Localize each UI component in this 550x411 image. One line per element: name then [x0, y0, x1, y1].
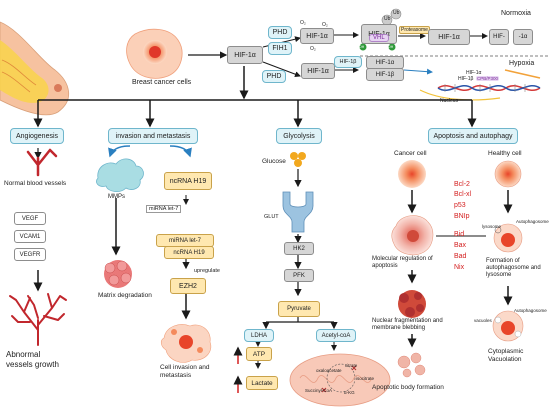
phd-box-normoxia: PHD [268, 26, 292, 39]
ezh2-box: EZH2 [170, 278, 206, 294]
hif-fragment-left: HIF- [489, 29, 509, 45]
hif1a-small-label: HIF-1α [466, 70, 482, 76]
ncrna-h19-box-2: ncRNA H19 [164, 246, 214, 259]
proteasome-box: Proteasome [399, 26, 430, 34]
vegfr-box: VEGFR [14, 248, 46, 261]
gene-nix: Nix [454, 264, 465, 271]
vacuolated-cell [492, 310, 524, 342]
pfk-box: PFK [284, 269, 314, 282]
matrix-degradation-label: Matrix degradation [98, 292, 152, 299]
glut-label: GLUT [264, 214, 279, 220]
molecular-regulation-cell [391, 215, 434, 256]
molecular-regulation-label: Molecular regulation of apoptosis [372, 256, 433, 269]
citrate-label: citrate [345, 363, 358, 368]
cbp-p300-label: CPB/P300 [476, 76, 500, 81]
hif1b-free-box: HIF-1β [334, 56, 362, 68]
breast-illustration [0, 21, 69, 116]
mitochondrion [289, 353, 391, 407]
phd-box-hypoxia: PHD [262, 70, 286, 83]
acetyl-coa-box: Acetyl-coA [316, 329, 356, 342]
o2-label-2: O₂ [322, 22, 328, 28]
glut-transporter [282, 191, 314, 233]
glycolysis-header: Glycolysis [276, 128, 322, 144]
nuclear-fragmentation-label: Nuclear fragmentation and membrane blebb… [372, 318, 443, 331]
isocitrate-label: isocitrate [356, 376, 375, 381]
hif1a-degraded-box: HIF-1α [428, 29, 470, 45]
hif1a-hypoxia-box: HIF-1α [301, 63, 335, 79]
pyruvate-box: Pyruvate [278, 301, 320, 317]
normal-vessels-label: Normal blood vessels [4, 180, 67, 187]
vacuoles-label: vacuoles [474, 318, 492, 323]
vcam1-box: VCAM1 [14, 230, 46, 243]
mmps-illustration [96, 158, 144, 192]
hypoxia-label: Hypoxia [509, 60, 535, 67]
breast-cancer-cell [126, 28, 183, 79]
cancer-cell-apoptosis [398, 160, 426, 188]
cytoplasmic-vacuolation-label: Cytoplasmic Vacuolation [488, 348, 524, 363]
oh-label-2: OH [388, 45, 394, 49]
fih1-box: FIH1 [268, 42, 292, 55]
ncrna-h19-box: ncRNA H19 [164, 172, 212, 190]
gene-bclxl: Bcl-xl [454, 191, 472, 198]
angiogenesis-header: Angiogenesis [10, 128, 64, 144]
dna-helix [419, 69, 541, 101]
vegf-box: VEGF [14, 212, 46, 225]
gene-p53: p53 [454, 202, 466, 209]
healthy-cell [494, 160, 522, 188]
abnormal-vessels-label: Abnormal vessels growth [6, 350, 59, 369]
apoptotic-bodies [397, 352, 426, 378]
autophagosome-label-2: Autophagosome [514, 308, 547, 313]
hif1a-normoxia-box: HIF-1α [300, 28, 334, 44]
succinyl-coa-label: Succinyl-CoA [305, 388, 333, 393]
hk2-box: HK2 [284, 242, 314, 255]
nucleus-label: Nucleus [440, 98, 459, 104]
hif-fragment-right: -1α [513, 29, 533, 45]
cancer-cell-label: Cancer cell [394, 150, 427, 157]
o2-label-3: O₂ [310, 46, 316, 52]
cell-invasion-label: Cell invasion and metastasis [160, 364, 210, 379]
matrix-degradation-cells [104, 260, 132, 288]
ub-label-2: Ub [393, 10, 400, 16]
oxaloacetate-label: oxaloacetate [316, 368, 342, 373]
gene-bnip: BNIp [454, 213, 470, 220]
apoptosis-header: Apoptosis and autophagy [428, 128, 518, 144]
cell-invasion-illustration [160, 324, 212, 363]
gene-bad: Bad [454, 253, 467, 260]
o2-label-1: O₂ [300, 20, 306, 26]
normoxia-label: Normoxia [501, 10, 531, 17]
upregulate-label: upregulate [194, 268, 220, 274]
glucose-molecules [290, 152, 306, 167]
hif1a-main-box: HIF-1α [227, 46, 263, 64]
nuclear-fragmentation-cell [398, 290, 426, 318]
mirna-let7-small-label: miRNA let-7 [146, 205, 182, 213]
breast-cancer-cells-label: Breast cancer cells [132, 79, 192, 86]
lysosome-label: lysosome [482, 224, 502, 229]
gene-bid: Bid [454, 231, 465, 238]
mmps-label: MMPs [108, 194, 125, 200]
vhl-box: VHL [369, 34, 389, 42]
autophagosome-lysosome-cell [493, 223, 523, 253]
gene-bax: Bax [454, 242, 467, 249]
hif1b-small-label: HIF-1β [458, 76, 474, 82]
autophagosome-label: Autophagosome [516, 219, 549, 224]
glucose-label: Glucose [262, 158, 286, 165]
formation-label: Formation of autophagosome and lysosome [486, 258, 541, 278]
atp-box: ATP [246, 347, 272, 361]
abnormal-vessels [9, 293, 67, 346]
healthy-cell-label: Healthy cell [488, 150, 522, 157]
lactate-box: Lactate [246, 376, 278, 390]
invasion-header: invasion and metastasis [108, 128, 198, 144]
apoptotic-body-label: Apoptotic body formation [372, 384, 444, 391]
gene-bcl2: Bcl-2 [454, 181, 470, 188]
ldha-box: LDHA [244, 329, 274, 342]
hif1b-dimer-box: HIF-1β [366, 68, 404, 81]
ub-label-1: Ub [384, 16, 391, 22]
akg-label: α-KG [344, 390, 355, 395]
normal-blood-vessels [26, 148, 58, 177]
oh-label-1: OH [359, 45, 365, 49]
